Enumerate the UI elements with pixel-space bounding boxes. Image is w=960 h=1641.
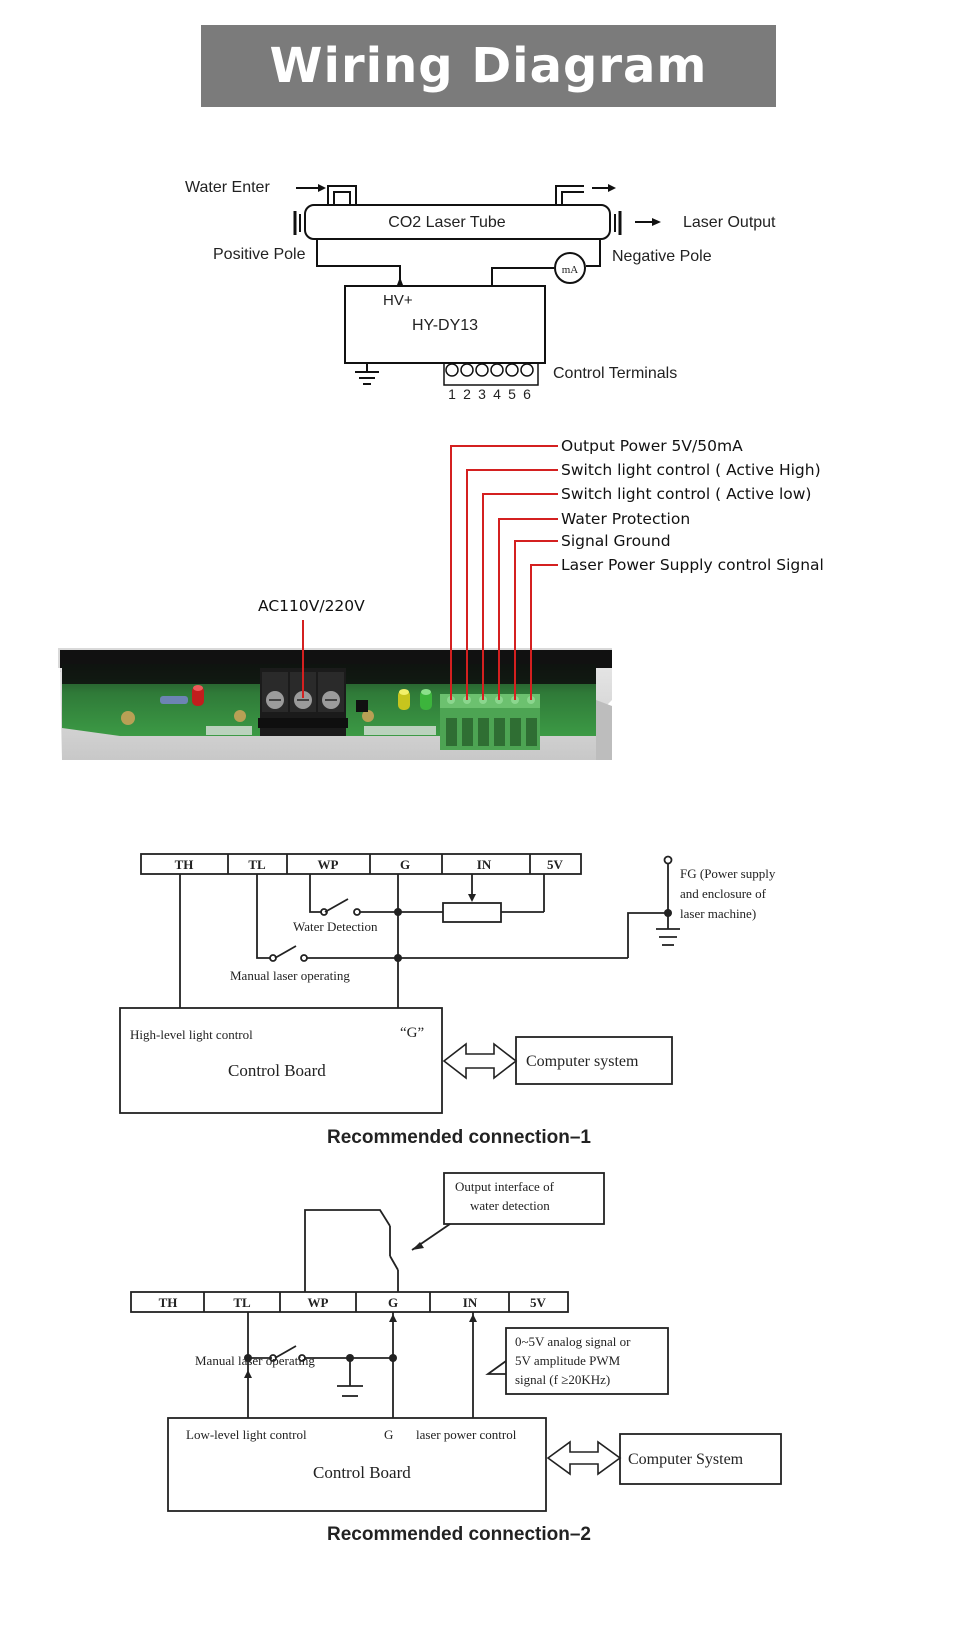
computer-system-box-2 (619, 1433, 782, 1485)
board-title: Control Board (313, 1463, 411, 1482)
terminal-label: TL (233, 1295, 251, 1310)
title-banner: Wiring Diagram (201, 25, 776, 107)
connection-1-nodes (394, 908, 672, 962)
fg-note-line: laser machine) (680, 906, 756, 921)
terminal-label: TL (248, 857, 266, 872)
terminal-label: 5V (547, 857, 564, 872)
tube-label: CO2 Laser Tube (388, 214, 506, 231)
terminal-label: WP (318, 857, 339, 872)
terminal-number: 3 (478, 386, 486, 402)
callout-label: Laser Power Supply control Signal (561, 556, 824, 574)
board-g-label: G (384, 1427, 393, 1442)
terminal-label: G (400, 857, 410, 872)
terminal-number: 6 (523, 386, 531, 402)
connection-2-diagram (130, 1172, 782, 1512)
connection-2-nodes (244, 1354, 397, 1362)
callout-line (530, 564, 558, 700)
terminal-number: 2 (463, 386, 471, 402)
terminal-number: 1 (448, 386, 456, 402)
connection-2-labels: Output interface of water detection TH T… (159, 1179, 744, 1545)
control-board-1 (119, 1007, 443, 1114)
output-interface-line: Output interface of (455, 1179, 555, 1194)
terminal-label: 5V (530, 1295, 547, 1310)
output-interface-line: water detection (470, 1198, 550, 1213)
terminal-strip (140, 853, 582, 875)
callout-label: Signal Ground (561, 532, 671, 550)
hv-plus-label: HV+ (383, 292, 413, 309)
analog-note-line: 5V amplitude PWM (515, 1353, 621, 1368)
terminal-label: IN (463, 1295, 478, 1310)
terminal-label: TH (175, 857, 194, 872)
callout-line (466, 469, 558, 700)
callout-line (498, 518, 558, 700)
fg-note-line: and enclosure of (680, 886, 767, 901)
terminal-strip-2 (130, 1291, 569, 1313)
board-left-label: Low-level light control (186, 1427, 307, 1442)
control-terminals-label: Control Terminals (553, 365, 677, 382)
positive-pole-label: Positive Pole (213, 246, 306, 263)
callout-line (482, 493, 558, 700)
control-terminal-block (443, 362, 539, 386)
connection-1-diagram (119, 853, 680, 1114)
manual-laser-label: Manual laser operating (195, 1353, 315, 1368)
meter-label: mA (562, 264, 579, 276)
terminal-label: WP (308, 1295, 329, 1310)
computer-system-box-1 (515, 1036, 673, 1085)
laser-output-label: Laser Output (683, 214, 776, 231)
callout-line (450, 445, 558, 700)
terminal-label: IN (477, 857, 492, 872)
callout-label: Water Protection (561, 510, 690, 528)
callout-line (514, 540, 558, 700)
tube-diagram (293, 184, 661, 386)
callout-label: Output Power 5V/50mA (561, 437, 743, 455)
terminal-callout-lines (302, 445, 558, 700)
output-interface-box (443, 1172, 605, 1225)
connection-1-caption: Recommended connection–1 (327, 1127, 591, 1148)
page-title: Wiring Diagram (269, 38, 708, 94)
model-label: HY-DY13 (412, 317, 478, 334)
manual-laser-label: Manual laser operating (230, 968, 350, 983)
ac-input-label: AC110V/220V (258, 597, 365, 615)
fg-note-line: FG (Power supply (680, 866, 776, 881)
control-board-2 (167, 1417, 547, 1512)
water-detection-label: Water Detection (293, 919, 378, 934)
connection-1-labels: TH TL WP G IN 5V Water Detection Manual … (130, 857, 776, 1148)
board-right-label: laser power control (416, 1427, 517, 1442)
terminal-number: 4 (493, 386, 501, 402)
analog-note-line: signal (f ≥20KHz) (515, 1372, 610, 1387)
power-supply-pcb-illustration (58, 648, 612, 760)
connection-2-caption: Recommended connection–2 (327, 1524, 591, 1545)
tube-diagram-labels: Water Enter CO2 Laser Tube Laser Output … (185, 179, 776, 402)
water-enter-label: Water Enter (185, 179, 270, 196)
board-g-label: “G” (400, 1025, 424, 1041)
callout-label: Switch light control ( Active low) (561, 485, 811, 503)
callout-label: Switch light control ( Active High) (561, 461, 821, 479)
computer-system-label: Computer System (628, 1451, 744, 1468)
terminal-label: TH (159, 1295, 178, 1310)
milliammeter (554, 252, 586, 284)
board-title: Control Board (228, 1061, 326, 1080)
terminal-callout-labels: Output Power 5V/50mA Switch light contro… (258, 437, 824, 615)
computer-system-label: Computer system (526, 1053, 639, 1070)
board-left-label: High-level light control (130, 1027, 253, 1042)
terminal-label: G (388, 1295, 398, 1310)
analog-note-line: 0~5V analog signal or (515, 1334, 631, 1349)
terminal-number: 5 (508, 386, 516, 402)
laser-tube (304, 204, 611, 240)
negative-pole-label: Negative Pole (612, 248, 712, 265)
